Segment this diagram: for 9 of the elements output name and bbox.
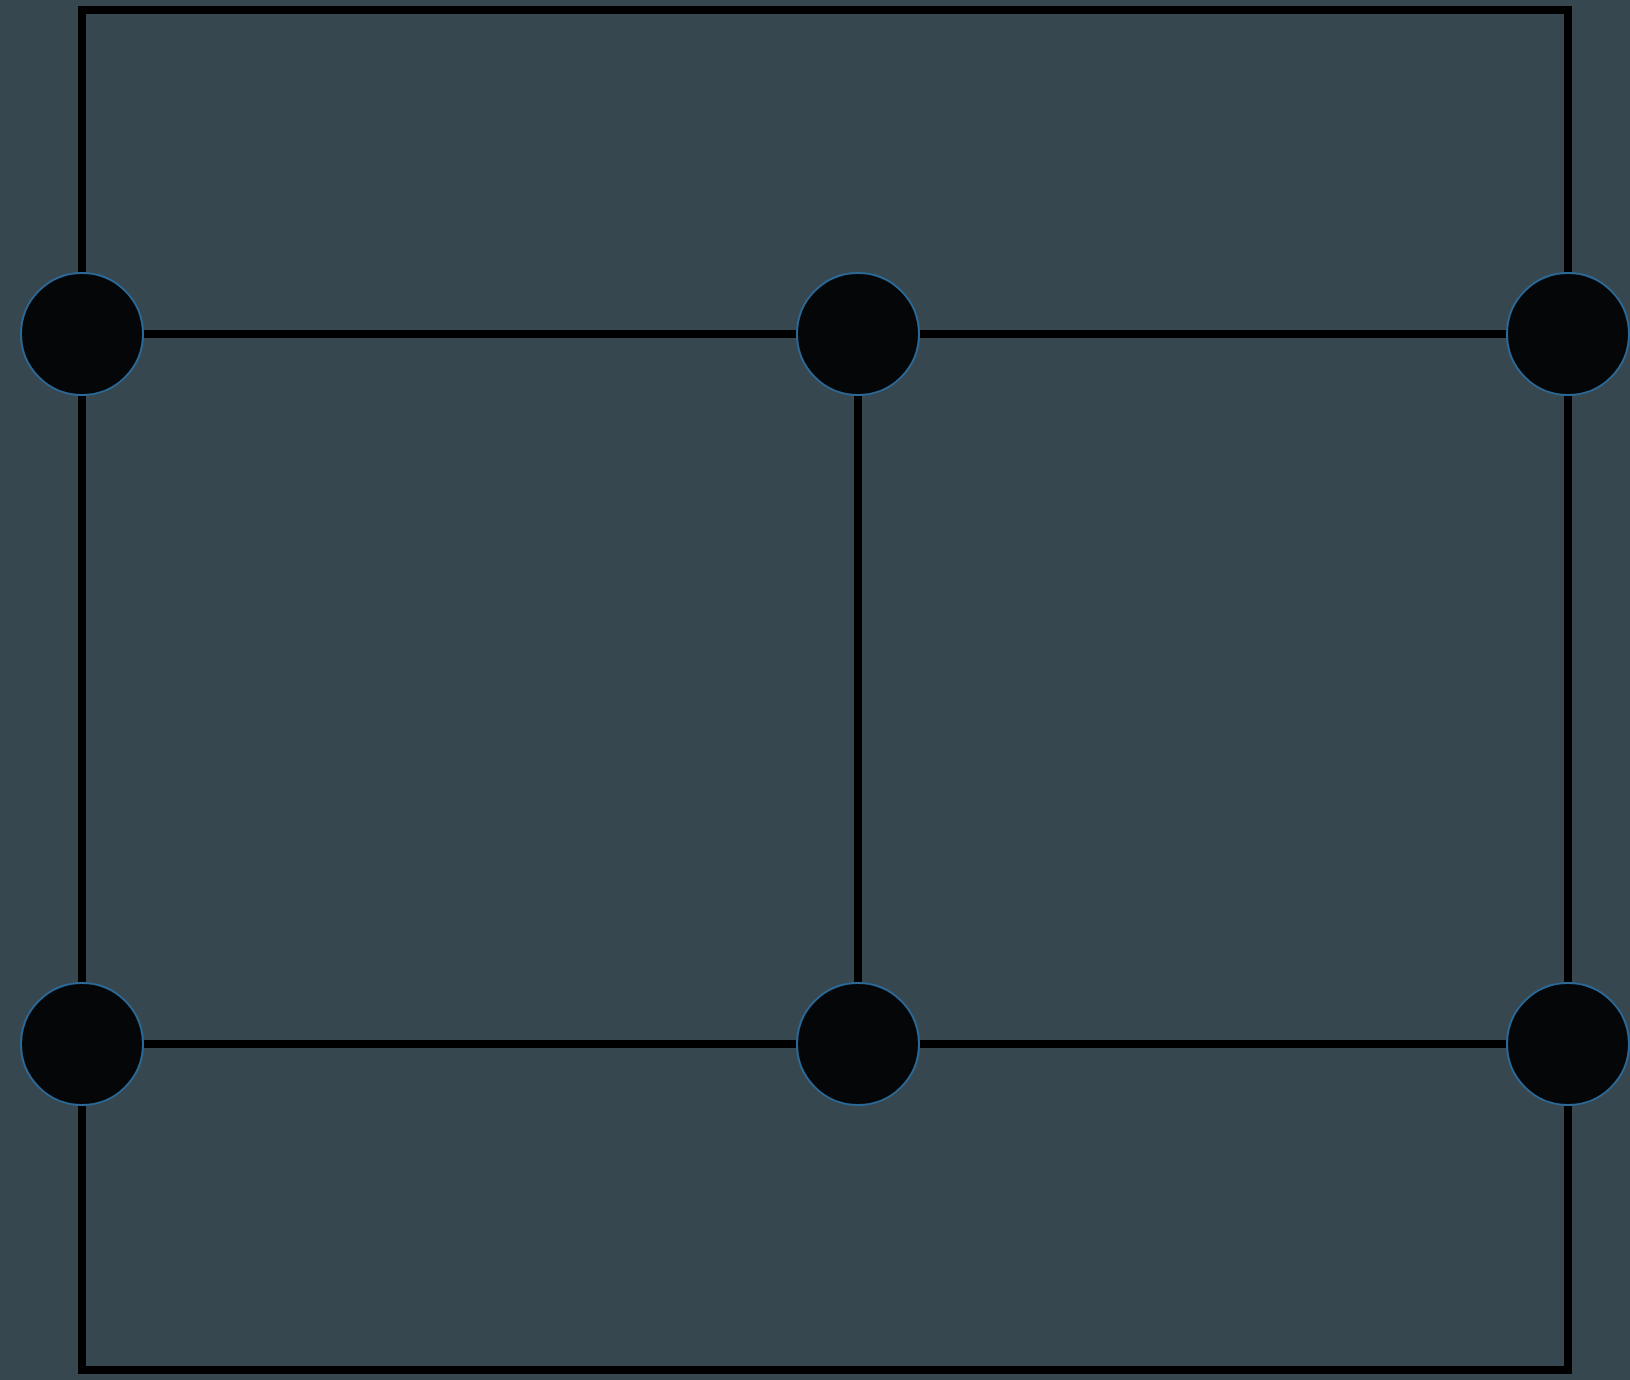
connector-line [920, 1040, 1506, 1048]
connector-line [78, 396, 86, 982]
connector-line [144, 1040, 796, 1048]
connector-line [854, 396, 862, 982]
connector-line [1564, 396, 1572, 982]
connector-line [920, 330, 1506, 338]
connector-line [78, 6, 1572, 272]
connector-line [78, 1106, 1572, 1374]
connector-line [144, 330, 796, 338]
